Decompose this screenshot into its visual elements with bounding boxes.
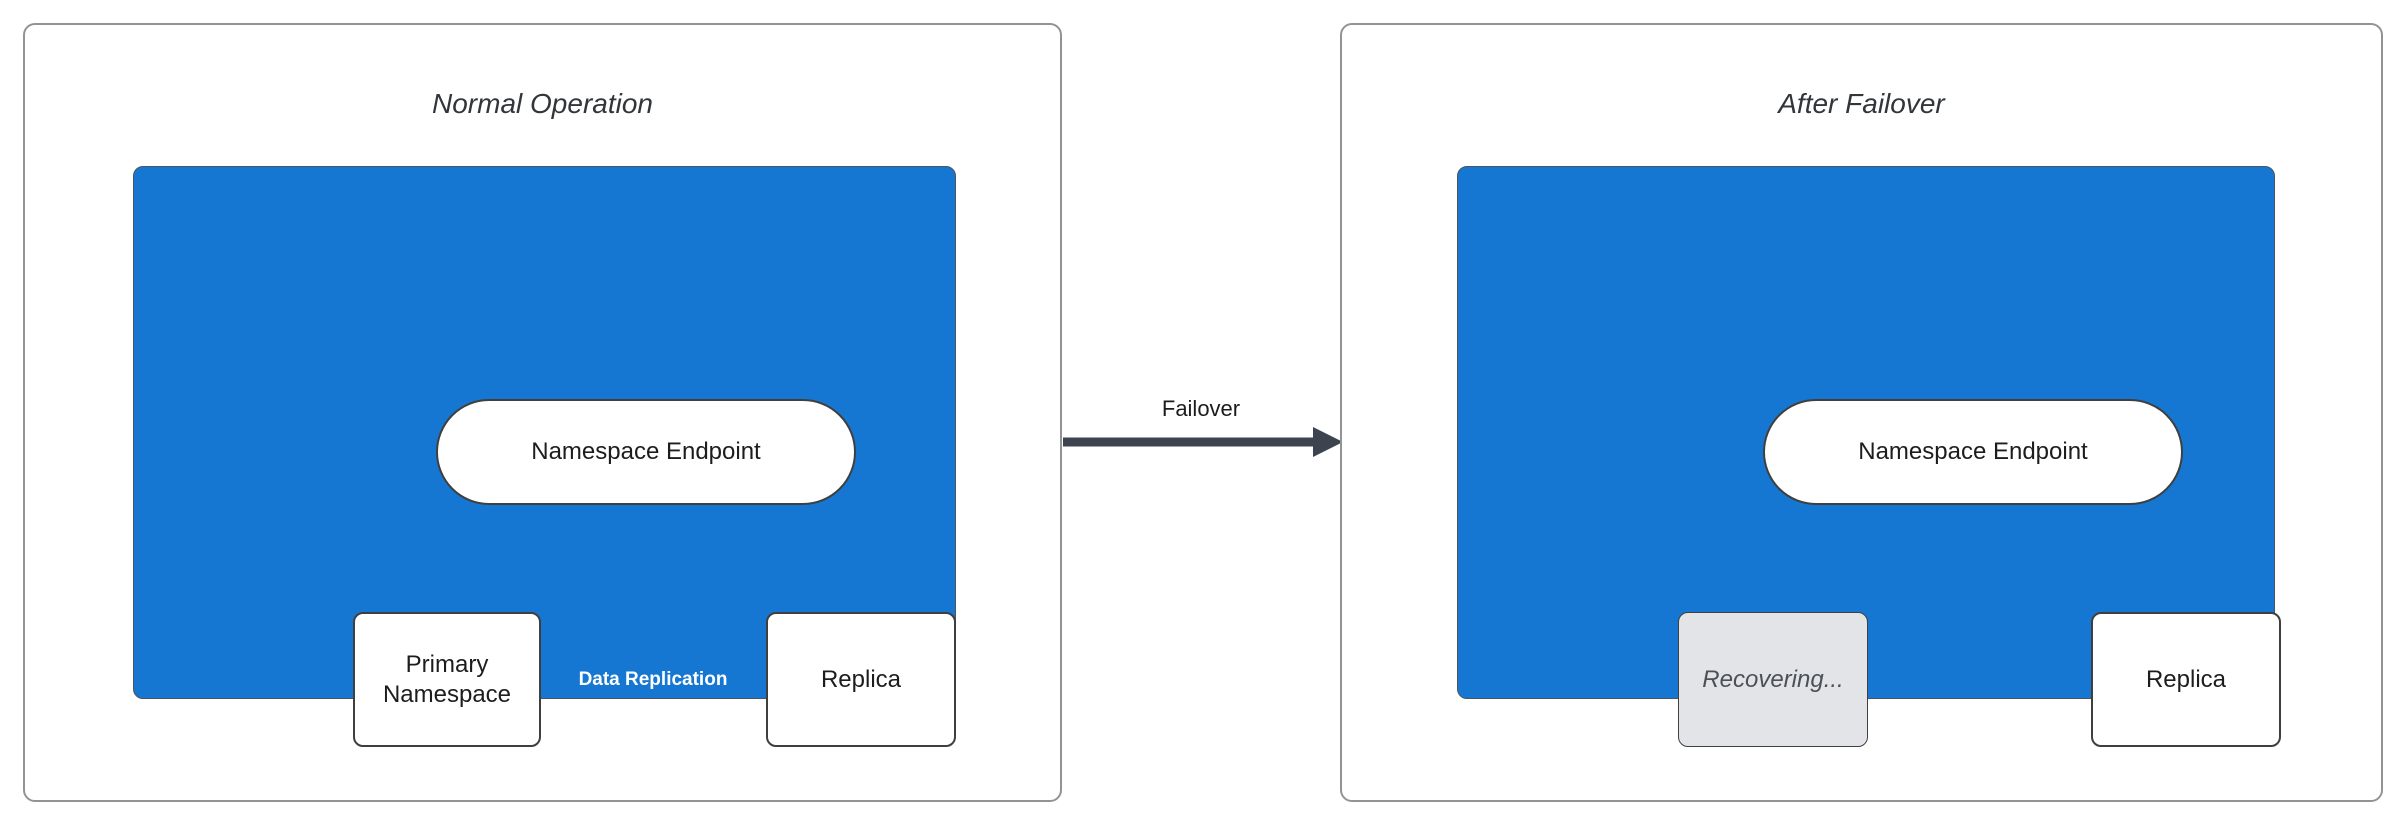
cluster-namespace-failover: Namespace Endpoint Recovering... Replica bbox=[1457, 166, 2281, 747]
cluster-namespace-normal: Namespace Endpoint Primary Namespace Rep… bbox=[133, 166, 956, 747]
panel-normal-operation: Normal Operation Namespace Endpoint Prim… bbox=[23, 23, 1062, 802]
node-primary-namespace: Primary Namespace bbox=[353, 612, 541, 747]
node-namespace-endpoint: Namespace Endpoint bbox=[1763, 399, 2183, 505]
panel-title-normal-operation: Normal Operation bbox=[432, 88, 653, 119]
node-replica: Replica bbox=[766, 612, 956, 747]
panel-title-after-failover: After Failover bbox=[1778, 88, 1945, 119]
edge-label-data-replication: Data Replication bbox=[572, 667, 734, 693]
node-namespace-endpoint: Namespace Endpoint bbox=[436, 399, 856, 505]
panel-after-failover: After Failover Namespace Endpoint Recove… bbox=[1340, 23, 2383, 802]
failover-arrowhead bbox=[1313, 427, 1343, 457]
node-replica: Replica bbox=[2091, 612, 2281, 747]
node-recovering: Recovering... bbox=[1678, 612, 1868, 747]
transition-label-failover: Failover bbox=[1161, 396, 1241, 421]
